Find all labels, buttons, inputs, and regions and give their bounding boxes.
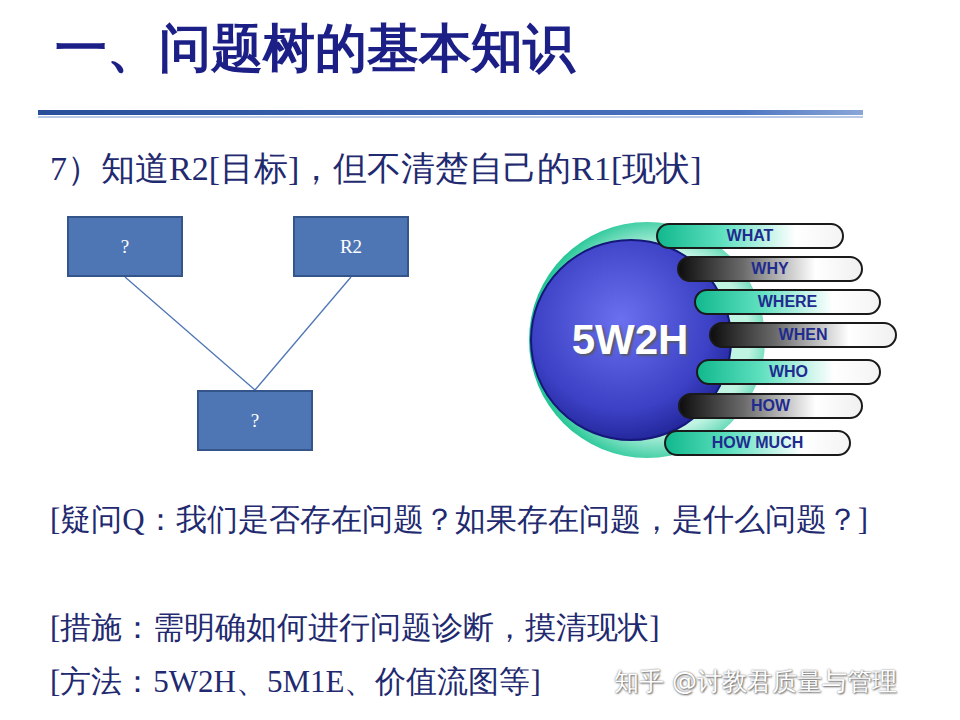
node-text: ? — [251, 410, 259, 432]
subtitle: 7）知道R2[目标]，但不清楚自己的R1[现状] — [50, 144, 930, 193]
label-band: WHAT — [656, 223, 844, 249]
title-rule-shadow — [38, 116, 863, 118]
label-band: HOW — [678, 393, 863, 419]
node-text: ? — [121, 236, 129, 258]
label-band: WHO — [696, 359, 881, 385]
label-band: HOW MUCH — [664, 430, 851, 456]
tree-box: R2 — [293, 216, 409, 277]
note-text: [疑问Q：我们是否存在问题？如果存在问题，是什么问题？] — [50, 498, 930, 543]
label-band: WHEN — [709, 322, 897, 348]
node-text: R2 — [340, 236, 362, 258]
node-text: WHY — [751, 260, 788, 278]
note-text: [措施：需明确如何进行问题诊断，摸清现状] — [50, 606, 930, 651]
node-text: HOW — [751, 397, 790, 415]
connector-line — [125, 277, 255, 390]
node-text: WHAT — [727, 227, 774, 245]
tree-box: ? — [197, 390, 313, 451]
title-rule — [38, 110, 863, 115]
connector-line — [255, 277, 351, 390]
node-text: WHEN — [779, 326, 828, 344]
watermark: 知乎 @讨教君质量与管理 — [614, 664, 944, 700]
node-text: WHERE — [758, 293, 818, 311]
label-band: WHERE — [694, 289, 881, 315]
circle-text: 5W2H — [530, 316, 730, 364]
label-band: WHY — [677, 256, 863, 282]
node-text: WHO — [769, 363, 808, 381]
tree-box: ? — [67, 216, 183, 277]
node-text: HOW MUCH — [712, 434, 804, 452]
slide-title: 一、问题树的基本知识 — [55, 14, 575, 84]
